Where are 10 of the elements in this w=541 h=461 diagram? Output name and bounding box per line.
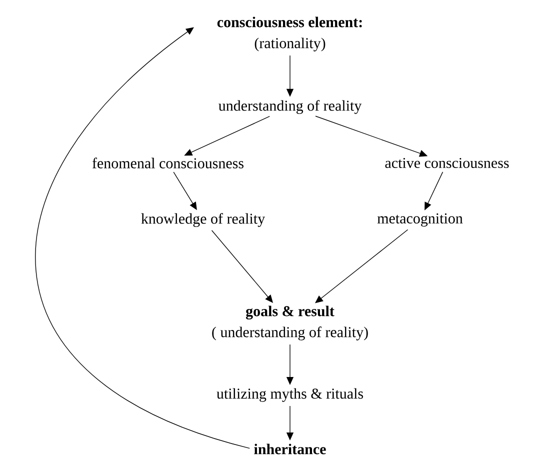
text-label: knowledge of reality <box>141 213 266 227</box>
text-label: metacognition <box>377 213 463 227</box>
text-label: consciousness element: (rationality) <box>217 16 362 52</box>
text-label: utilizing myths & rituals <box>216 388 364 402</box>
text-label: active consciousness <box>385 158 509 168</box>
text-label: inheritance <box>254 444 326 454</box>
arrow <box>36 27 250 449</box>
text-label: goals & result ( understanding of reality) <box>212 306 368 340</box>
text-label: fenomenal consciousness <box>92 158 244 168</box>
text-label: understanding of reality <box>218 100 362 114</box>
